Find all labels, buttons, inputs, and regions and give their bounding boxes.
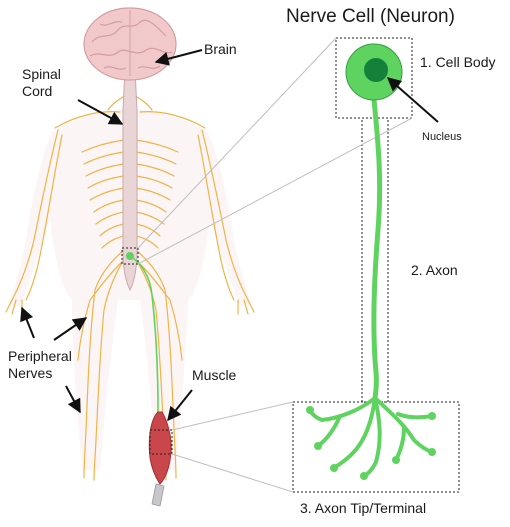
spinal-cord	[122, 69, 138, 292]
muscle-arrow	[167, 389, 193, 422]
label-arrows	[20, 49, 439, 422]
leg-neuron-body	[126, 252, 134, 260]
axon-label: 2. Axon	[411, 262, 458, 278]
peripheral-arrow-3	[65, 385, 81, 414]
nucleus-label: Nucleus	[422, 131, 462, 143]
peripheral-arrow-2	[53, 317, 88, 341]
spinal-cord-label-line1: Spinal	[22, 66, 61, 82]
peripheral-nerves	[5, 94, 255, 481]
peripheral-arrow-1	[20, 306, 35, 339]
axon-terminals	[308, 396, 434, 478]
spinal-cord-label-line2: Cord	[22, 83, 53, 99]
brain-arrow	[154, 49, 203, 66]
terminal-knobs	[306, 406, 436, 480]
enlarged-neuron	[306, 43, 436, 480]
nucleus-arrow	[386, 77, 439, 123]
peripheral-label-line2: Nerves	[8, 365, 53, 381]
tendon	[151, 483, 165, 507]
cell-body-label: 1. Cell Body	[420, 54, 496, 70]
brain-label: Brain	[204, 41, 237, 57]
spinal-cord-label: Spinal Cord	[22, 66, 61, 100]
axon-terminal-label: 3. Axon Tip/Terminal	[300, 500, 427, 516]
peripheral-nerves-label: Peripheral Nerves	[8, 348, 72, 382]
neuron-nucleus	[364, 58, 388, 82]
peripheral-label-line1: Peripheral	[8, 348, 72, 364]
brain-illustration	[83, 7, 177, 81]
neuron-axon	[371, 97, 383, 401]
muscle-label: Muscle	[192, 367, 237, 383]
muscle-zoom-box	[149, 429, 173, 455]
diagram-title: Nerve Cell (Neuron)	[286, 6, 455, 27]
spinal-cord-arrow	[77, 99, 124, 125]
human-body-figure	[5, 7, 255, 507]
spine-zoom-box	[121, 247, 139, 265]
